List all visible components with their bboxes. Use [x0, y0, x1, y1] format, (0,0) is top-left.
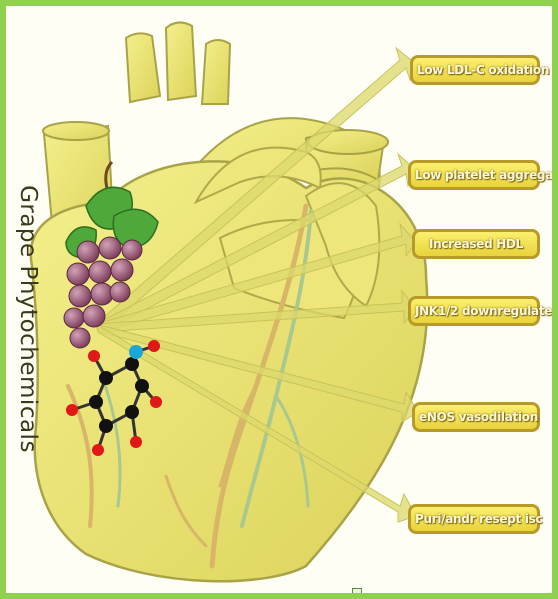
effect-label-platelet: Low platelet aggregate — [408, 160, 540, 190]
side-title: Grape Phytochemicals — [8, 154, 48, 484]
effect-label-jnk: JNK1/2 downregulated — [408, 296, 540, 326]
effect-label-receptor: Puri/andr resept isc — [408, 504, 540, 534]
effect-label-enos: eNOS vasodilation — [412, 402, 540, 432]
scroll-handle-icon[interactable] — [352, 588, 362, 598]
effect-label-ldl: Low LDL-C oxidation — [410, 55, 540, 85]
effect-label-hdl: Increased HDL — [412, 229, 540, 259]
